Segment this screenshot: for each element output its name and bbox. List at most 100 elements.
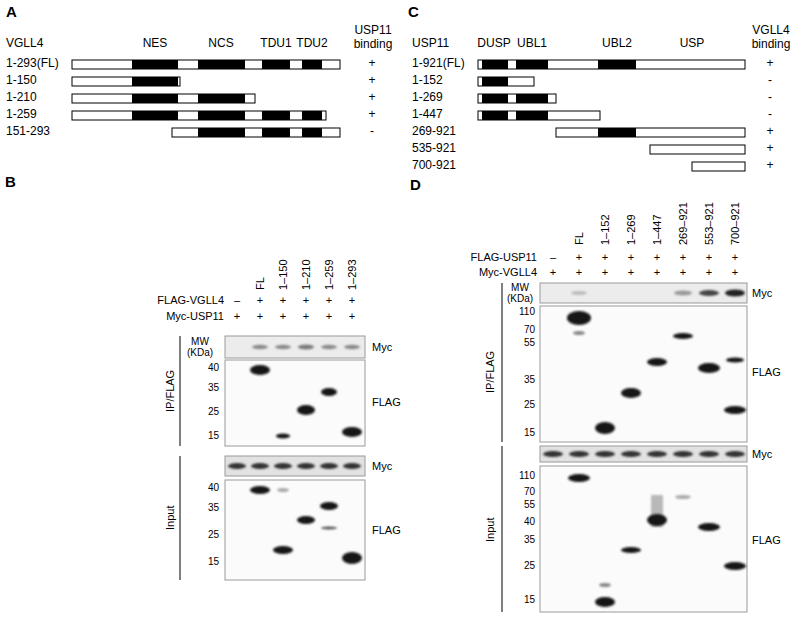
blot-band [673, 451, 693, 457]
binding-result: + [766, 125, 773, 139]
mw-marker: 15 [208, 430, 219, 442]
blot-band [674, 291, 692, 296]
blot-band [595, 451, 615, 457]
blot-band [698, 363, 720, 373]
construct-bar [478, 94, 556, 103]
blot-band [250, 365, 270, 375]
blot-band [321, 345, 337, 349]
domain-block [198, 111, 245, 120]
panel-letter: C [408, 3, 419, 20]
domain-block [132, 111, 178, 120]
construct-bar [478, 77, 534, 86]
row-label: FLAG-USP11 [471, 251, 537, 264]
blot-band [252, 345, 268, 349]
blot-band [725, 290, 745, 297]
lane-sign: – [234, 294, 240, 307]
protein-name: VGLL4 [6, 37, 43, 51]
lane-label: 1–447 [651, 214, 664, 245]
domain-block [262, 111, 290, 120]
blot-band [599, 583, 611, 587]
lane-sign: + [706, 266, 712, 279]
blot-panel-d [502, 283, 747, 612]
lane-sign: + [257, 294, 263, 307]
blot-band [342, 552, 362, 564]
construct-label: 269-921 [412, 125, 456, 139]
lane-label: FL [573, 232, 586, 245]
lane-label: 700–921 [729, 202, 742, 245]
binding-result: + [766, 142, 773, 156]
construct-label: 151-293 [6, 125, 50, 139]
lane-sign: + [280, 294, 286, 307]
row-label: Myc-VGLL4 [479, 266, 537, 279]
blot-band [698, 523, 720, 531]
domain-block [482, 94, 508, 103]
mw-marker: 15 [524, 594, 535, 606]
lane-sign: + [654, 251, 660, 264]
blot-band [567, 311, 591, 325]
panel-letter: B [5, 173, 16, 190]
blot-band [297, 516, 315, 524]
construct-label: 1-152 [412, 74, 443, 88]
blot-band [274, 463, 292, 469]
blot-label: Myc [752, 448, 772, 461]
mw-marker: 35 [524, 534, 535, 546]
row-label: FLAG-VGLL4 [157, 294, 224, 307]
lane-sign: + [654, 266, 660, 279]
domain-name: UBL2 [602, 37, 632, 51]
construct-label: 1-447 [412, 108, 443, 122]
lane-sign: + [628, 251, 634, 264]
blot-strip [540, 446, 747, 462]
lane-sign: + [280, 310, 286, 323]
blot-band [342, 427, 362, 437]
binding-result: + [368, 108, 375, 122]
lane-sign: + [576, 266, 582, 279]
panel-letter: A [6, 3, 17, 20]
blot-strip [225, 336, 365, 358]
construct-label: 535-921 [412, 142, 456, 156]
usp11-constructs [478, 60, 745, 171]
blot-group-label: Input [164, 506, 177, 530]
mw-marker: 35 [208, 382, 219, 394]
group-bracket [502, 283, 503, 442]
binding-result: + [766, 57, 773, 71]
domain-name: TDU1 [260, 37, 291, 51]
blot-band [297, 405, 315, 415]
lane-sign: + [680, 251, 686, 264]
blot-band [568, 474, 590, 482]
blot-band [726, 358, 744, 363]
construct-label: 1-269 [412, 91, 443, 105]
domain-block [482, 77, 508, 86]
group-bracket [502, 446, 503, 612]
binding-result: - [768, 108, 772, 122]
group-bracket [180, 336, 181, 446]
blot-band [595, 422, 615, 434]
domain-block [262, 128, 290, 137]
mw-marker: 15 [208, 556, 219, 568]
mw-marker: 25 [524, 399, 535, 411]
mw-marker: 15 [524, 427, 535, 439]
blot-label: Myc [752, 287, 772, 300]
blot-band [675, 495, 691, 499]
blot-band [621, 547, 641, 553]
blot-membrane [540, 306, 747, 442]
lane-sign: + [602, 251, 608, 264]
binding-result: - [370, 125, 374, 139]
blot-group-label: Input [484, 518, 497, 542]
blot-membrane [225, 360, 365, 446]
construct-bar [478, 111, 600, 120]
blot-band [297, 463, 315, 469]
construct-bar [478, 60, 745, 69]
mw-marker: 40 [208, 482, 219, 494]
blot-band [573, 331, 585, 335]
domain-block [262, 60, 290, 69]
lane-label: 1–293 [346, 259, 359, 290]
domain-block [516, 60, 548, 69]
mw-marker: 35 [208, 502, 219, 514]
lane-label: 553–921 [703, 202, 716, 245]
lane-sign: + [257, 310, 263, 323]
lane-label: FL [254, 277, 267, 290]
blot-band [699, 290, 719, 296]
domain-block [482, 60, 508, 69]
binding-result: + [368, 74, 375, 88]
